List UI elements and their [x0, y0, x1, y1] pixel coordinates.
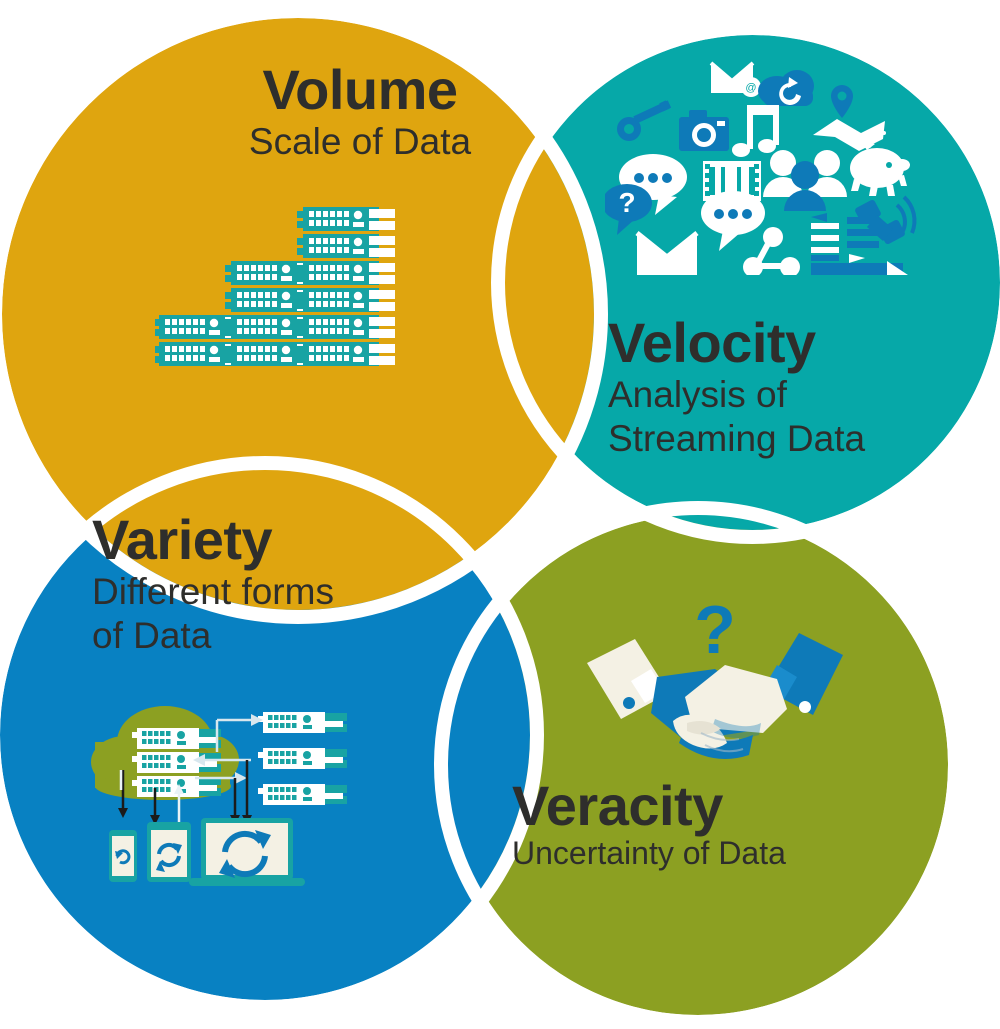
velocity-subtitle-line1: Analysis of	[608, 374, 787, 415]
cloud-sync-icon	[758, 70, 814, 106]
question-mark-icon: ?	[694, 592, 736, 668]
section-label-veracity: Veracity Uncertainty of Data	[512, 778, 932, 871]
share-node-icon	[743, 227, 800, 277]
chat-bubble-icon	[701, 191, 765, 251]
section-label-velocity: Velocity Analysis of Streaming Data	[608, 315, 1000, 459]
variety-subtitle-line1: Different forms	[92, 571, 334, 612]
piggy-bank-icon	[850, 131, 910, 196]
svg-text:?: ?	[618, 187, 635, 218]
arrow-icon	[121, 760, 249, 815]
veracity-title: Veracity	[512, 774, 723, 837]
hand-shadow	[687, 719, 761, 739]
velocity-subtitle-line2: Streaming Data	[608, 417, 866, 459]
open-map-icon	[813, 119, 885, 151]
server-stack-pyramid-icon	[153, 205, 395, 380]
section-label-variety: Variety Different forms of Data	[92, 512, 492, 656]
arrow-icon	[215, 718, 251, 752]
cloud-sync-devices-icon	[85, 690, 395, 900]
search-bar-cursor-icon	[811, 261, 911, 293]
server-rack-icon	[258, 712, 347, 805]
smartphone-sync-icon	[109, 830, 137, 882]
music-note-icon	[732, 105, 779, 157]
map-pin-icon	[831, 85, 853, 118]
arrow-icon	[174, 784, 184, 794]
svg-text:?: ?	[694, 605, 736, 668]
tablet-sync-icon	[147, 822, 191, 882]
handshake-question-icon: ?	[565, 592, 865, 800]
server-rack-icon	[132, 728, 221, 797]
question-bubble-icon: ?	[602, 184, 652, 235]
envelope-icon	[635, 231, 699, 275]
veracity-subtitle: Uncertainty of Data	[512, 835, 786, 871]
velocity-title: Velocity	[608, 311, 816, 374]
infographic-canvas: @	[0, 4, 1000, 1029]
variety-title: Variety	[92, 508, 273, 571]
arrow-icon	[235, 772, 247, 784]
data-transfer-icon	[811, 213, 879, 263]
arrow-icon	[150, 815, 160, 825]
right-hand	[673, 665, 787, 749]
volume-title: Volume	[262, 58, 458, 121]
volume-subtitle: Scale of Data	[248, 121, 472, 162]
section-label-volume: Volume Scale of Data	[150, 62, 570, 162]
laptop-sync-icon	[189, 818, 305, 886]
arrow-icon	[118, 808, 128, 818]
finger-lines	[700, 732, 744, 753]
email-at-icon: @	[709, 61, 761, 97]
satellite-signal-icon	[855, 195, 917, 245]
key-icon	[617, 100, 672, 141]
arrow-icon	[193, 754, 205, 766]
variety-subtitle-line2: of Data	[92, 614, 212, 656]
svg-text:@: @	[745, 82, 756, 94]
media-icon-cloud-icon: @	[602, 55, 925, 293]
users-group-icon	[763, 150, 847, 211]
camera-icon	[679, 110, 729, 151]
arrow-icon	[251, 714, 263, 726]
